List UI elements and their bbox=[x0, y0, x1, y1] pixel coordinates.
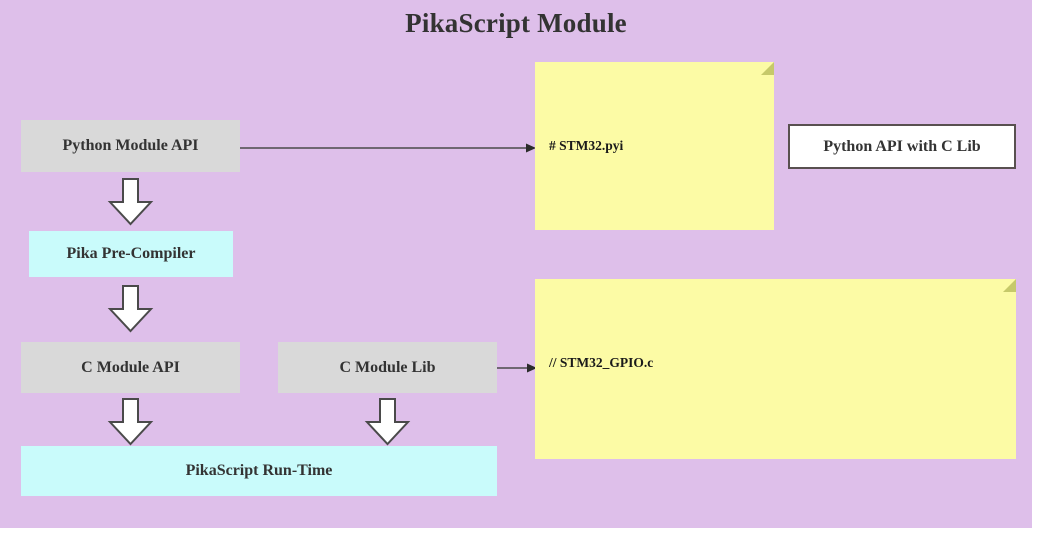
arrow-python-module-api-to-pre-compiler bbox=[107, 178, 154, 226]
box-python-api-with-c-lib-label: Python API with C Lib bbox=[823, 137, 981, 155]
note-line bbox=[549, 415, 1002, 436]
box-python-api-with-c-lib[interactable]: Python API with C Lib bbox=[788, 124, 1016, 169]
box-python-module-api[interactable]: Python Module API bbox=[21, 120, 240, 172]
box-pikascript-runtime[interactable]: PikaScript Run-Time bbox=[21, 446, 497, 496]
note-stm32-gpio-c[interactable]: // STM32_GPIO.c void STM32_GPIO_on(void)… bbox=[535, 279, 1016, 459]
box-pikascript-runtime-label: PikaScript Run-Time bbox=[185, 462, 333, 480]
note-line: // STM32_GPIO.c bbox=[549, 354, 654, 370]
arrow-python-module-api-to-pyi-note bbox=[240, 143, 536, 153]
page-title: PikaScript Module bbox=[405, 8, 627, 38]
arrow-c-module-api-to-runtime bbox=[107, 398, 154, 446]
note-stm32-pyi[interactable]: # STM32.pyi class GPIO(): def on(): pass… bbox=[535, 62, 774, 230]
arrow-pre-compiler-to-c-module-api bbox=[107, 285, 154, 333]
box-c-module-lib-label: C Module Lib bbox=[339, 358, 436, 376]
box-pika-pre-compiler-label: Pika Pre-Compiler bbox=[66, 245, 196, 263]
note-fold-corner-icon bbox=[1003, 279, 1016, 292]
note-line bbox=[549, 198, 760, 219]
box-python-module-api-label: Python Module API bbox=[62, 137, 199, 155]
arrow-c-module-lib-to-runtime bbox=[364, 398, 411, 446]
box-c-module-api-label: C Module API bbox=[81, 358, 180, 376]
box-c-module-lib[interactable]: C Module Lib bbox=[278, 342, 497, 393]
box-pika-pre-compiler[interactable]: Pika Pre-Compiler bbox=[29, 231, 233, 277]
arrow-c-module-lib-to-c-source-note bbox=[497, 363, 537, 373]
note-fold-corner-icon bbox=[761, 62, 774, 75]
note-line: # STM32.pyi bbox=[549, 137, 624, 153]
box-c-module-api[interactable]: C Module API bbox=[21, 342, 240, 393]
